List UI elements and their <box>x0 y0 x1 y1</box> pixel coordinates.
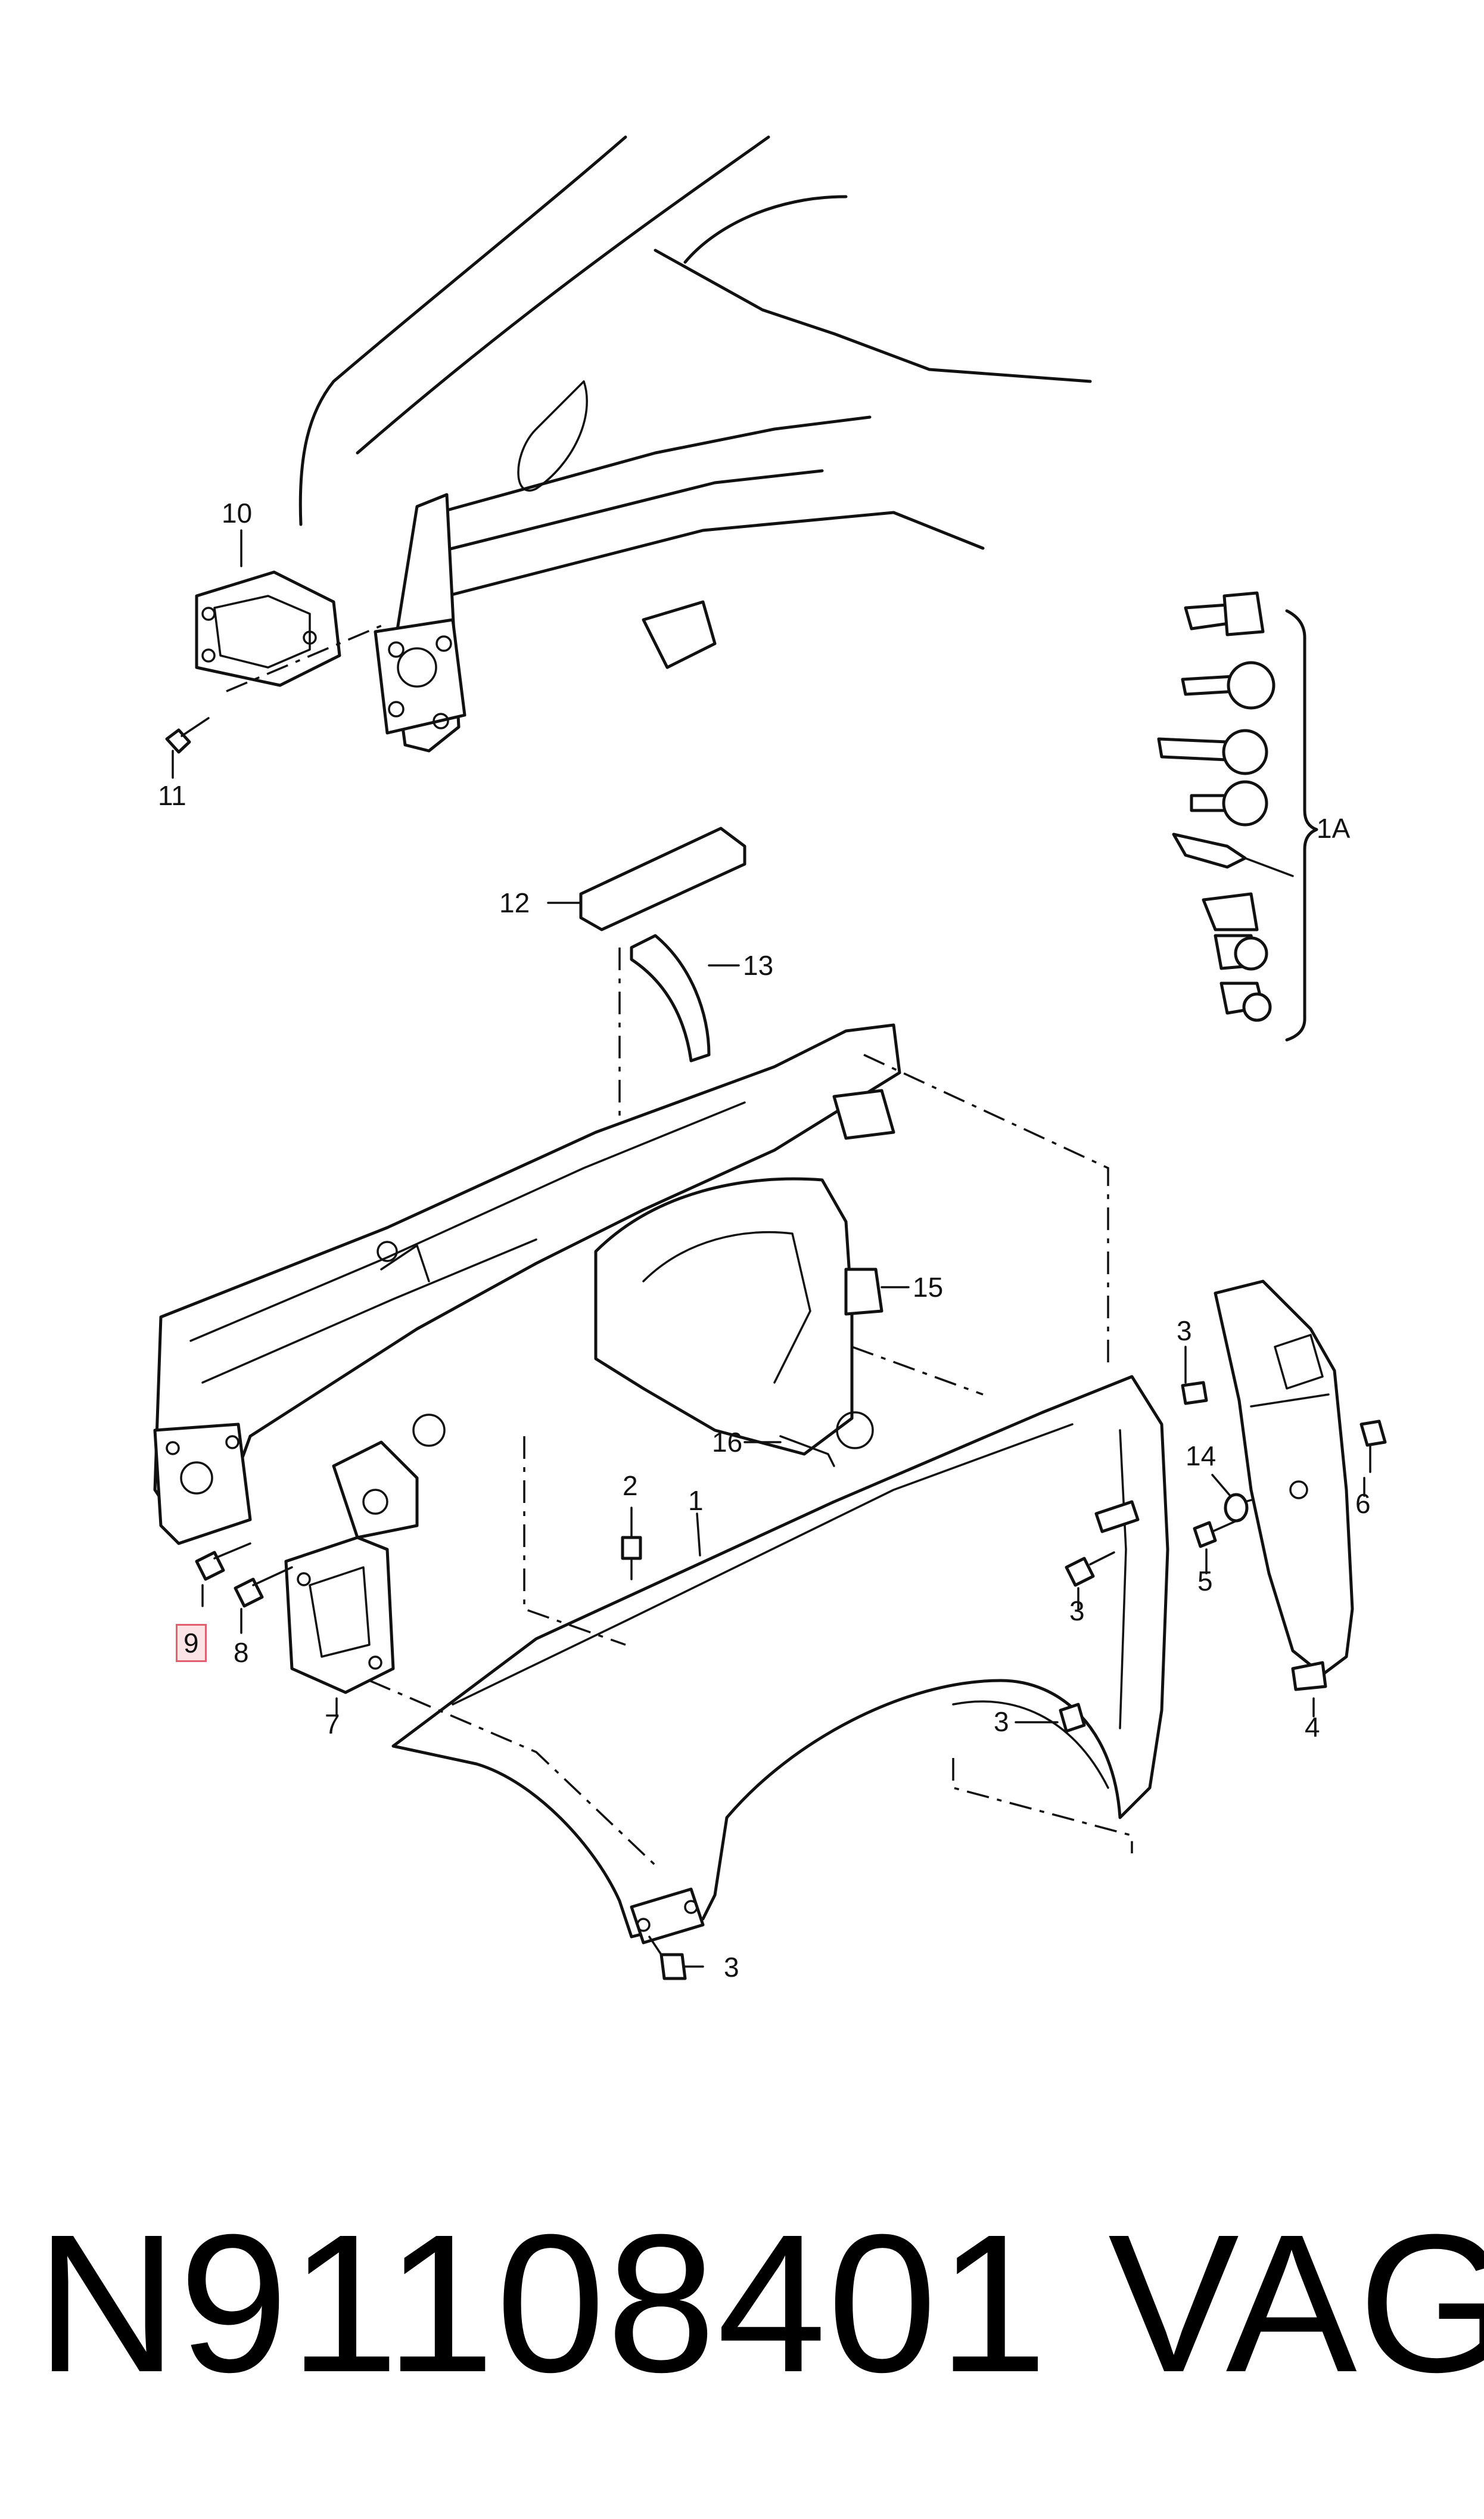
bolt-part-11 <box>165 717 210 754</box>
callout-11: 11 <box>158 780 186 811</box>
callout-12: 12 <box>499 887 530 918</box>
callout-3-bottom: 3 <box>724 1952 739 1983</box>
exploded-view-drawing <box>153 135 1387 1980</box>
fastener-set-1a <box>1157 591 1318 1042</box>
callout-15: 15 <box>913 1272 944 1303</box>
bracket-part-4 <box>1214 1279 1354 1691</box>
callout-3-middle: 3 <box>1069 1595 1085 1626</box>
callout-10: 10 <box>222 498 253 529</box>
callout-1a: 1A <box>1317 813 1351 844</box>
bolt-part-5 <box>1193 1518 1240 1548</box>
callout-1: 1 <box>688 1485 704 1516</box>
callout-leader-lines <box>172 529 1365 1968</box>
callout-3-top: 3 <box>1177 1315 1192 1346</box>
brand-name: VAG <box>1108 2193 1484 2413</box>
callout-3-wheel-arch: 3 <box>994 1706 1009 1737</box>
fender-part-1 <box>369 1054 1169 1945</box>
bolt-part-2 <box>621 1536 642 1580</box>
callout-6: 6 <box>1355 1488 1371 1519</box>
bolts-part-3 <box>648 1381 1208 1980</box>
bracket-part-10 <box>195 570 382 692</box>
front-frame-and-wheelhouse <box>153 1023 901 1545</box>
callout-2: 2 <box>623 1470 638 1501</box>
bolts-parts-8-9 <box>195 1542 293 1608</box>
bracket-part-7 <box>284 1536 395 1694</box>
callout-8: 8 <box>234 1637 249 1668</box>
callout-13: 13 <box>743 950 774 981</box>
part-number: N91108401 <box>36 2193 1049 2413</box>
clip-part-6 <box>1359 1420 1387 1473</box>
callout-16: 16 <box>712 1427 743 1458</box>
hood-and-body-structure <box>298 135 1092 753</box>
nut-part-15 <box>844 1268 883 1316</box>
callout-14: 14 <box>1186 1440 1217 1471</box>
callout-4: 4 <box>1305 1712 1320 1743</box>
callout-5: 5 <box>1197 1566 1213 1596</box>
callout-7: 7 <box>325 1709 340 1740</box>
callout-9-highlighted: 9 <box>176 1624 207 1662</box>
part-16 <box>779 1435 835 1467</box>
